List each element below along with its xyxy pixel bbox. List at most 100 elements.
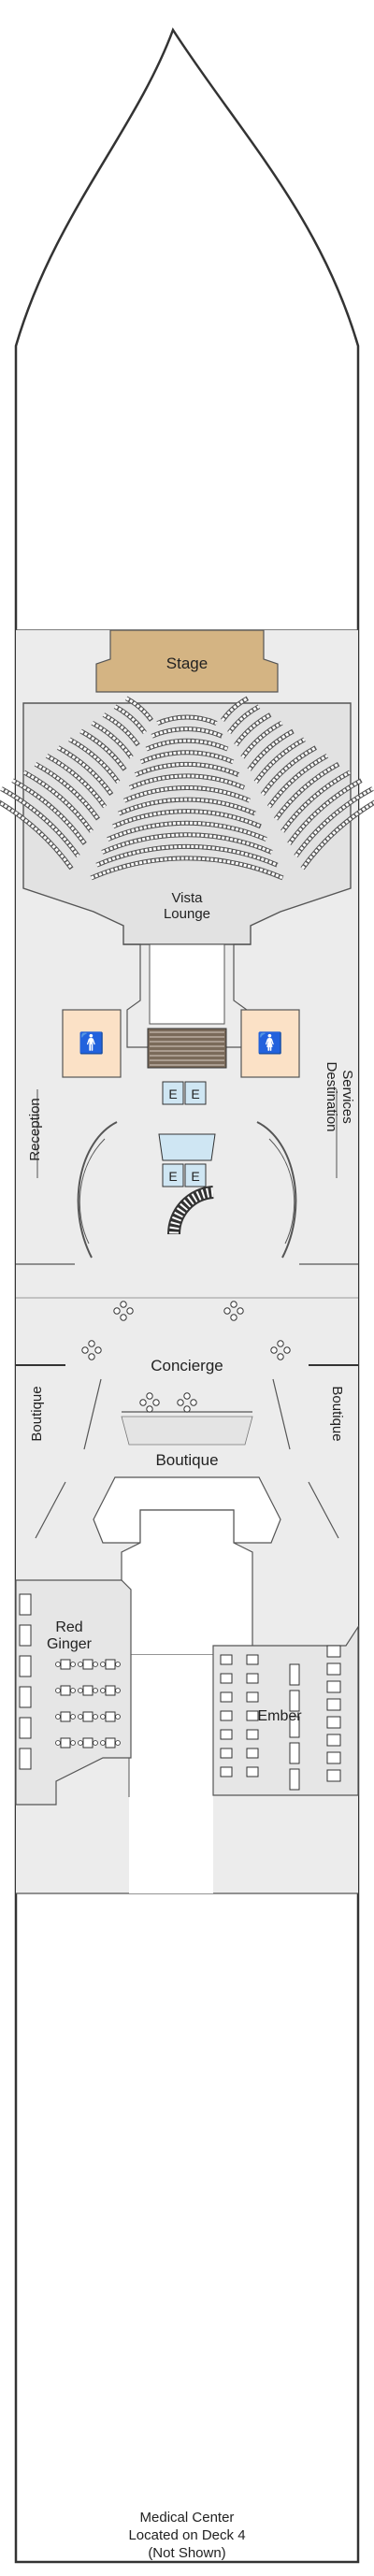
seat-row-seats: [11, 779, 86, 845]
lounge-chair: [146, 1405, 153, 1413]
lounge-chair: [120, 1314, 127, 1321]
lounge-chair: [113, 1307, 121, 1315]
seat-row-seats: [254, 738, 306, 784]
dining-table: [246, 1673, 259, 1684]
seat-row-seats: [129, 774, 245, 789]
seat-row-seats: [227, 705, 260, 734]
seat-row-seats: [35, 762, 100, 820]
dining-table: [220, 1673, 233, 1684]
lounge-chair: [190, 1399, 197, 1406]
dining-table: [220, 1710, 233, 1721]
dining-chair: [115, 1740, 121, 1746]
lounge-chair: [270, 1346, 278, 1354]
dining-chair: [55, 1714, 61, 1720]
seat-row-seats: [123, 786, 251, 802]
dining-table: [82, 1685, 94, 1696]
dining-chair: [93, 1714, 98, 1720]
booth-table: [289, 1742, 300, 1764]
seat-row-seats: [241, 721, 283, 758]
seat-row-seats: [95, 844, 279, 867]
aft-white-block: [129, 1655, 213, 1893]
seat-row-seats: [156, 715, 218, 725]
dining-chair: [100, 1662, 106, 1667]
theater-seating: [0, 696, 374, 881]
vista-lounge-label-1: Vista: [171, 890, 203, 906]
dining-table: [82, 1737, 94, 1749]
window-table: [326, 1680, 341, 1693]
restroom-left-icon: 🚹: [79, 1031, 104, 1055]
seat-row-seats: [0, 800, 73, 870]
booth-table: [289, 1716, 300, 1738]
upper-stair: [147, 1028, 227, 1069]
destination-services-label-2: Services: [339, 1070, 355, 1124]
window-table: [326, 1698, 341, 1711]
atrium-wall-right-inner: [268, 1138, 295, 1245]
lounge-chair: [277, 1340, 284, 1347]
stair-treads: [150, 1031, 224, 1066]
lounge-chair: [277, 1353, 284, 1360]
seat-row-seats: [248, 729, 295, 771]
dining-chair: [93, 1740, 98, 1746]
booth-table: [19, 1655, 32, 1677]
seat-row-seats: [295, 787, 374, 857]
dining-table: [246, 1766, 259, 1777]
dining-table: [105, 1659, 116, 1670]
boutique-right-label: Boutique: [329, 1386, 345, 1441]
boutique-left-diagonal: [35, 1481, 66, 1539]
dining-table: [246, 1748, 259, 1759]
dining-table: [60, 1659, 71, 1670]
lounge-chair: [152, 1399, 160, 1406]
booth-table: [19, 1748, 32, 1770]
red-ginger-label-2: Ginger: [47, 1636, 93, 1652]
dining-chair: [115, 1662, 121, 1667]
lounge-chair: [230, 1301, 237, 1308]
dining-chair: [100, 1740, 106, 1746]
dining-chair: [55, 1662, 61, 1667]
atrium-wall-right: [256, 1121, 297, 1259]
dining-chair: [115, 1688, 121, 1693]
seat-row-seats: [146, 739, 228, 751]
seat-row-seats: [235, 713, 271, 746]
seat-row-seats: [221, 697, 249, 722]
elevator-1-label: E: [168, 1087, 177, 1101]
booth-table: [289, 1663, 300, 1686]
dining-chair: [100, 1714, 106, 1720]
seat-row-seats: [107, 821, 267, 841]
dining-table: [246, 1691, 259, 1703]
public-area: [16, 630, 358, 1893]
seat-row: [280, 770, 352, 833]
lounge-chair: [139, 1399, 147, 1406]
destination-services-label-1: Destination: [324, 1061, 339, 1131]
lounge-chair: [94, 1346, 102, 1354]
dining-table: [82, 1659, 94, 1670]
window-table: [326, 1645, 341, 1658]
dining-chair: [78, 1688, 83, 1693]
vista-lounge-label-2: Lounge: [164, 906, 210, 922]
dining-table: [105, 1737, 116, 1749]
dining-table: [220, 1766, 233, 1777]
medical-center-note: Medical Center Located on Deck 4 (Not Sh…: [0, 2509, 374, 2562]
dining-table: [220, 1691, 233, 1703]
restroom-left: [62, 1009, 122, 1078]
dining-table: [105, 1711, 116, 1722]
atrium-wall-left: [77, 1121, 118, 1259]
booth-table: [19, 1624, 32, 1647]
seat-row-seats: [90, 856, 284, 880]
window-table: [326, 1751, 341, 1764]
red-ginger-seating: [19, 1593, 121, 1770]
seat-row-seats: [0, 787, 79, 857]
seat-row-seats: [125, 697, 153, 722]
dining-chair: [78, 1662, 83, 1667]
dining-table: [246, 1710, 259, 1721]
medical-center-line-1: Medical Center: [139, 2510, 235, 2526]
dining-table: [60, 1685, 71, 1696]
dining-table: [82, 1711, 94, 1722]
medical-center-line-3: (Not Shown): [148, 2545, 226, 2561]
concierge-label: Concierge: [151, 1357, 223, 1374]
window-table: [326, 1734, 341, 1747]
dining-chair: [115, 1714, 121, 1720]
restroom-right-icon: 🚺: [257, 1031, 282, 1055]
booth-table: [19, 1717, 32, 1739]
elevator-bank-lower: E E: [158, 1133, 216, 1187]
boutique-center-floor: [121, 1416, 253, 1446]
